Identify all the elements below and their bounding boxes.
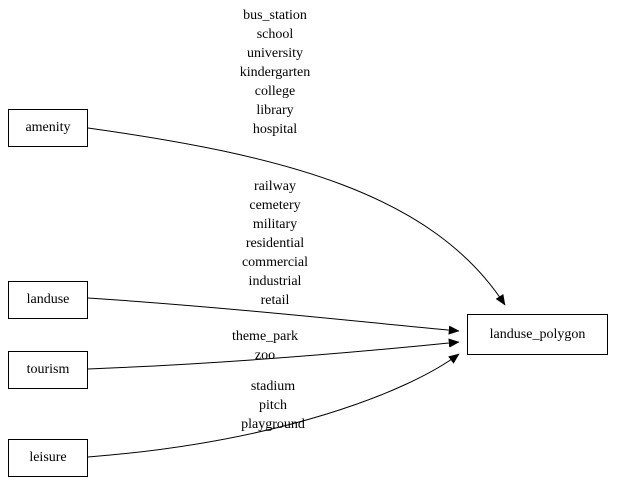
edge-label-line: industrial — [248, 274, 302, 289]
node-leisure: leisure — [8, 439, 88, 477]
edge-label-line: library — [256, 103, 294, 118]
node-tourism: tourism — [8, 351, 88, 389]
edge-label-line: college — [254, 84, 296, 99]
edge-labels-tourism: theme_park zoo — [232, 327, 298, 365]
node-tourism-label: tourism — [26, 362, 70, 377]
edge-landuse-to-landuse-polygon — [87, 297, 460, 335]
edge-labels-amenity: bus_station school university kindergart… — [240, 6, 311, 139]
edge-label-line: stadium — [250, 379, 296, 394]
edge-label-line: bus_station — [243, 8, 307, 23]
node-landuse-label: landuse — [26, 292, 70, 307]
node-amenity: amenity — [8, 109, 88, 147]
edge-labels-leisure: stadium pitch playground — [241, 377, 305, 434]
edge-label-line: playground — [241, 417, 305, 432]
edge-label-line: commercial — [241, 255, 309, 270]
edge-label-line: pitch — [258, 398, 287, 413]
edge-label-line: university — [247, 46, 303, 61]
edge-leisure-to-landuse-polygon — [87, 353, 460, 458]
node-amenity-label: amenity — [25, 120, 71, 135]
edge-tourism-to-landuse-polygon — [87, 338, 460, 370]
edge-label-line: residential — [245, 236, 305, 251]
edge-label-line: school — [256, 27, 294, 42]
edge-label-line: zoo — [254, 348, 276, 363]
edge-labels-landuse: railway cemetery military residential co… — [242, 177, 308, 310]
edge-label-line: military — [252, 217, 298, 232]
node-leisure-label: leisure — [29, 450, 67, 465]
edge-label-line: theme_park — [231, 329, 299, 344]
edge-amenity-to-landuse-polygon — [87, 127, 506, 306]
node-landuse: landuse — [8, 281, 88, 319]
edge-label-line: hospital — [252, 122, 298, 137]
edge-label-line: retail — [260, 293, 290, 308]
edge-label-line: cemetery — [249, 198, 301, 213]
edge-label-line: kindergarten — [239, 65, 311, 80]
edge-label-line: railway — [254, 179, 296, 194]
node-landuse-polygon-label: landuse_polygon — [489, 326, 586, 342]
node-landuse-polygon: landuse_polygon — [467, 314, 608, 355]
